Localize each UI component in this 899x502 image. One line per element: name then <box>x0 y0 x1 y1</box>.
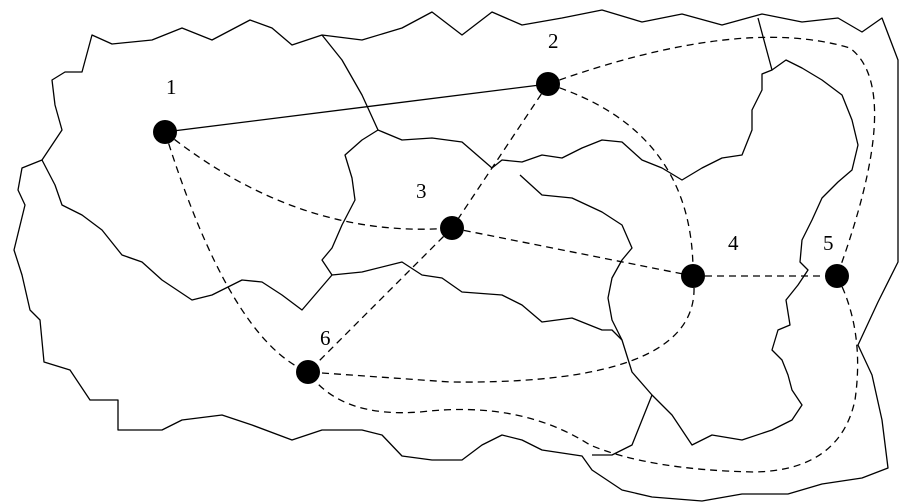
region-boundary-d <box>41 159 333 311</box>
region-outer-boundary <box>13 9 899 502</box>
region-boundaries <box>13 9 899 502</box>
edge-2-3 <box>451 83 549 229</box>
edge-2-4 <box>547 83 694 277</box>
edge-1-2 <box>164 83 549 133</box>
edge-1-6 <box>164 131 309 373</box>
region-boundary-b <box>377 17 773 181</box>
node-1[interactable] <box>153 120 177 144</box>
node-label-4: 4 <box>728 231 739 255</box>
graph-nodes <box>153 72 849 384</box>
edge-3-4 <box>451 227 694 277</box>
region-boundary-a <box>321 34 379 131</box>
edge-1-3 <box>164 131 453 230</box>
edge-5-6 <box>307 275 859 473</box>
node-label-6: 6 <box>320 326 331 350</box>
node-labels: 1 2 3 4 5 6 <box>166 29 834 350</box>
edge-4-6 <box>307 275 695 383</box>
node-2[interactable] <box>536 72 560 96</box>
node-6[interactable] <box>296 360 320 384</box>
region-boundary-f <box>519 59 859 446</box>
edge-2-5 <box>547 36 876 277</box>
node-5[interactable] <box>825 264 849 288</box>
node-label-1: 1 <box>166 75 177 99</box>
region-boundary-c <box>321 129 379 276</box>
region-boundary-e <box>331 261 623 341</box>
node-label-5: 5 <box>823 231 834 255</box>
edge-3-6 <box>307 227 453 373</box>
region-boundary-g <box>592 394 653 456</box>
node-4[interactable] <box>681 264 705 288</box>
graph-edges <box>164 36 876 473</box>
node-label-2: 2 <box>548 29 559 53</box>
node-3[interactable] <box>440 216 464 240</box>
node-label-3: 3 <box>416 179 427 203</box>
